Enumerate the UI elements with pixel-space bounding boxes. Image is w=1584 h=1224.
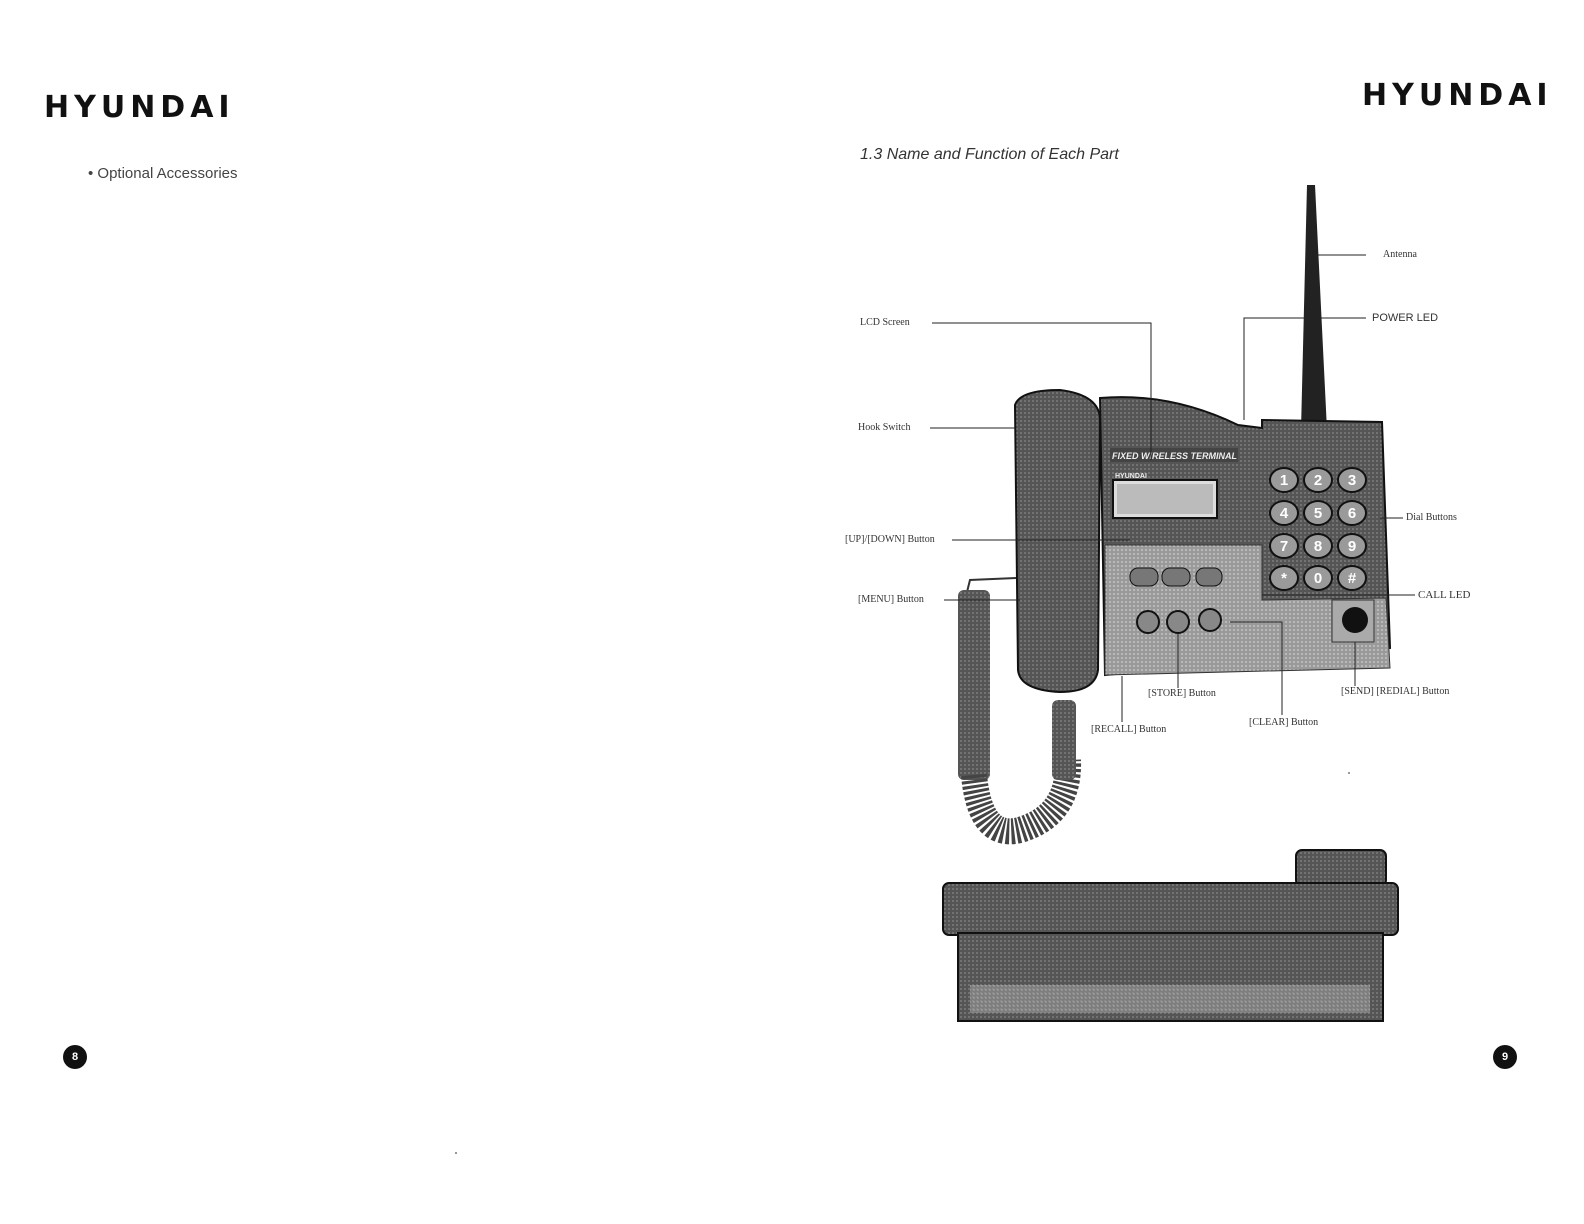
keypad-key-label: 3 (1348, 472, 1356, 489)
keypad-key-label: 0 (1314, 570, 1322, 587)
callout-store-button: [STORE] Button (1148, 688, 1216, 699)
callout-hook-switch: Hook Switch (858, 422, 911, 433)
callout-menu-button: [MENU] Button (858, 594, 924, 605)
callout-antenna: Antenna (1383, 249, 1417, 260)
keypad-key-label: 6 (1348, 505, 1356, 522)
callout-lcd-screen: LCD Screen (860, 317, 910, 328)
keypad-key-label: 9 (1348, 538, 1356, 555)
callout-dial-buttons: Dial Buttons (1406, 512, 1457, 523)
panel-model: HYUNDAI (1115, 473, 1147, 480)
scan-speck (455, 1152, 457, 1154)
keypad-key-label: 4 (1280, 505, 1289, 522)
keypad-key-label: 2 (1314, 472, 1322, 489)
callout-updown-button: [UP]/[DOWN] Button (845, 534, 935, 545)
callout-send-redial-button: [SEND] [REDIAL] Button (1341, 686, 1449, 697)
callout-power-led: POWER LED (1372, 312, 1438, 324)
antenna-graphic (1301, 185, 1327, 430)
keypad-key-label: 1 (1280, 472, 1288, 489)
scan-speck (1348, 772, 1350, 774)
keypad-key-label: 8 (1314, 538, 1322, 555)
keypad-key-label: * (1281, 570, 1287, 587)
callout-call-led: CALL LED (1418, 589, 1470, 601)
keypad-key-label: 5 (1314, 505, 1322, 522)
keypad-key-label: # (1348, 570, 1357, 587)
callout-recall-button: [RECALL] Button (1091, 724, 1166, 735)
callout-clear-button: [CLEAR] Button (1249, 717, 1318, 728)
side-view-graphic (943, 850, 1398, 1021)
keypad-key-label: 7 (1280, 538, 1288, 555)
panel-label: FIXED WIRELESS TERMINAL (1112, 451, 1237, 461)
handset-graphic (1015, 390, 1100, 692)
